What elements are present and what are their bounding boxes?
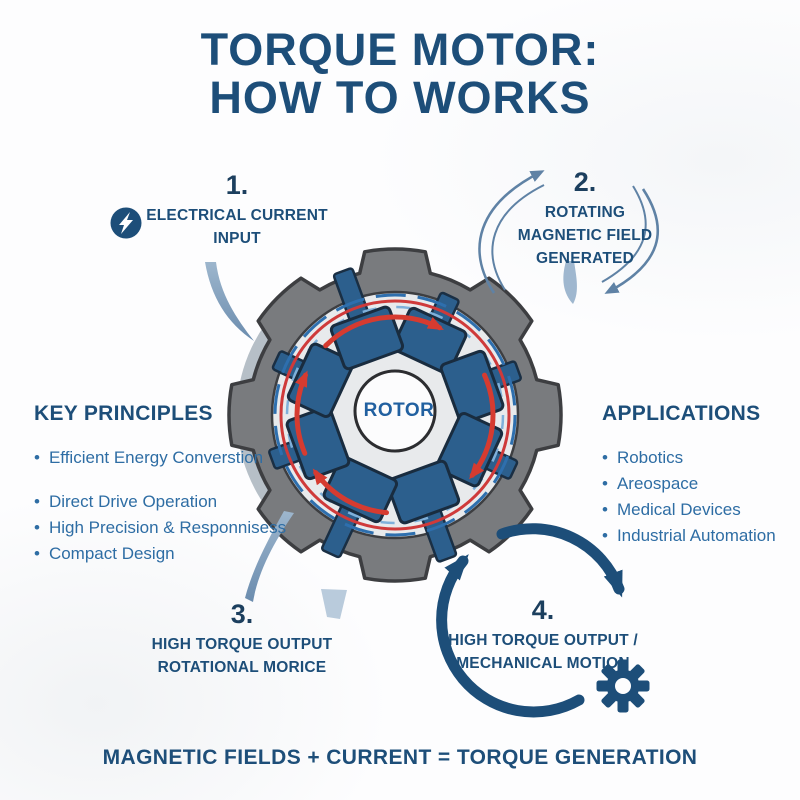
step-4-label-line1: HIGH TORQUE OUTPUT / — [448, 632, 638, 649]
step-3-number: 3. — [230, 599, 254, 629]
key-principle-label: Efficient Energy Converstion — [48, 448, 264, 467]
step-2-number: 2. — [573, 167, 597, 197]
application-label: Areospace — [616, 474, 699, 493]
page-title: TORQUE MOTOR: HOW TO WORKS — [0, 26, 800, 122]
application-label: Medical Devices — [616, 500, 741, 519]
key-principle-label: Direct Drive Operation — [48, 492, 218, 511]
key-principle-label: High Precision & Responnisess — [48, 518, 287, 537]
field-rotation-arrow — [312, 468, 389, 516]
step-1-label-line2: INPUT — [213, 230, 261, 247]
application-label: Industrial Automation — [616, 526, 776, 545]
step-1-number: 1. — [225, 170, 249, 200]
key-principles-panel: KEY PRINCIPLES • Efficient Energy Conver… — [34, 402, 319, 568]
list-item: • Robotics — [602, 446, 798, 469]
step-4-number: 4. — [531, 595, 555, 625]
step-3-block: 3. HIGH TORQUE OUTPUT ROTATIONAL MORICE — [138, 599, 346, 679]
stator-pole — [285, 405, 351, 481]
field-rotation-arrow — [323, 314, 444, 349]
key-principle-label: Compact Design — [48, 544, 175, 563]
list-item: • High Precision & Responnisess — [34, 516, 319, 539]
gear-tooth — [617, 699, 629, 713]
page-title-line2: HOW TO WORKS — [209, 72, 591, 123]
step-3-label-line1: HIGH TORQUE OUTPUT — [151, 636, 333, 653]
stator-pole — [329, 305, 405, 371]
page-title-line1: TORQUE MOTOR: — [200, 24, 600, 75]
list-item: • Industrial Automation — [602, 524, 798, 547]
stator-pole — [435, 411, 504, 488]
stator-pole — [439, 349, 505, 425]
list-item: • Compact Design — [34, 542, 319, 565]
bullet-dot: • — [34, 448, 40, 467]
gear-tooth — [601, 692, 617, 708]
rotor-label: ROTOR — [363, 400, 435, 421]
bullet-dot: • — [602, 448, 608, 467]
stator-pole — [322, 455, 399, 524]
bullet-dot: • — [602, 526, 608, 545]
key-principles-heading: KEY PRINCIPLES — [34, 402, 213, 425]
footer-formula: MAGNETIC FIELDS + CURRENT = TORQUE GENER… — [102, 746, 698, 769]
gear-tooth — [596, 680, 610, 692]
gear-tooth — [629, 692, 645, 708]
list-item: • Direct Drive Operation — [34, 490, 319, 513]
bullet-dot: • — [34, 492, 40, 511]
step-1-label-line1: ELECTRICAL CURRENT — [146, 207, 328, 224]
list-item: • Medical Devices — [602, 498, 798, 521]
bullet-dot: • — [34, 518, 40, 537]
motor-diagram — [227, 247, 563, 583]
step-3-label-line2: ROTATIONAL MORICE — [157, 659, 327, 676]
step-2-label-line1: ROTATING — [544, 204, 626, 221]
application-label: Robotics — [616, 448, 684, 467]
gear-hole — [615, 678, 631, 694]
stator-winding-red — [279, 299, 511, 531]
list-item: • Efficient Energy Converstion — [34, 446, 319, 469]
applications-heading: APPLICATIONS — [602, 402, 761, 425]
step-4-label-line2: MECHANICAL MOTION — [456, 655, 630, 672]
gear-tooth — [636, 680, 650, 692]
bullet-dot: • — [34, 544, 40, 563]
applications-panel: APPLICATIONS • Robotics • Areospace • Me… — [602, 402, 798, 550]
stator-pole — [385, 459, 461, 525]
stator-winding-lightblue — [285, 305, 505, 525]
bullet-dot: • — [602, 474, 608, 493]
step-1-block: 1. ELECTRICAL CURRENT INPUT — [109, 170, 362, 250]
step-2-label-line2: MAGNETIC FIELD — [517, 227, 653, 244]
step-2-block: 2. ROTATING MAGNETIC FIELD GENERATED — [493, 167, 677, 270]
field-rotation-arrow — [294, 370, 308, 456]
rotor-circle — [353, 369, 437, 453]
step-4-block: 4. HIGH TORQUE OUTPUT / MECHANICAL MOTIO… — [438, 595, 648, 675]
field-rotation-arrow — [469, 372, 496, 480]
lightning-bolt-icon — [109, 206, 143, 240]
list-item: • Areospace — [602, 472, 798, 495]
step-2-label-line3: GENERATED — [536, 250, 634, 267]
bullet-dot: • — [602, 500, 608, 519]
stator-winding-blue — [273, 293, 517, 537]
